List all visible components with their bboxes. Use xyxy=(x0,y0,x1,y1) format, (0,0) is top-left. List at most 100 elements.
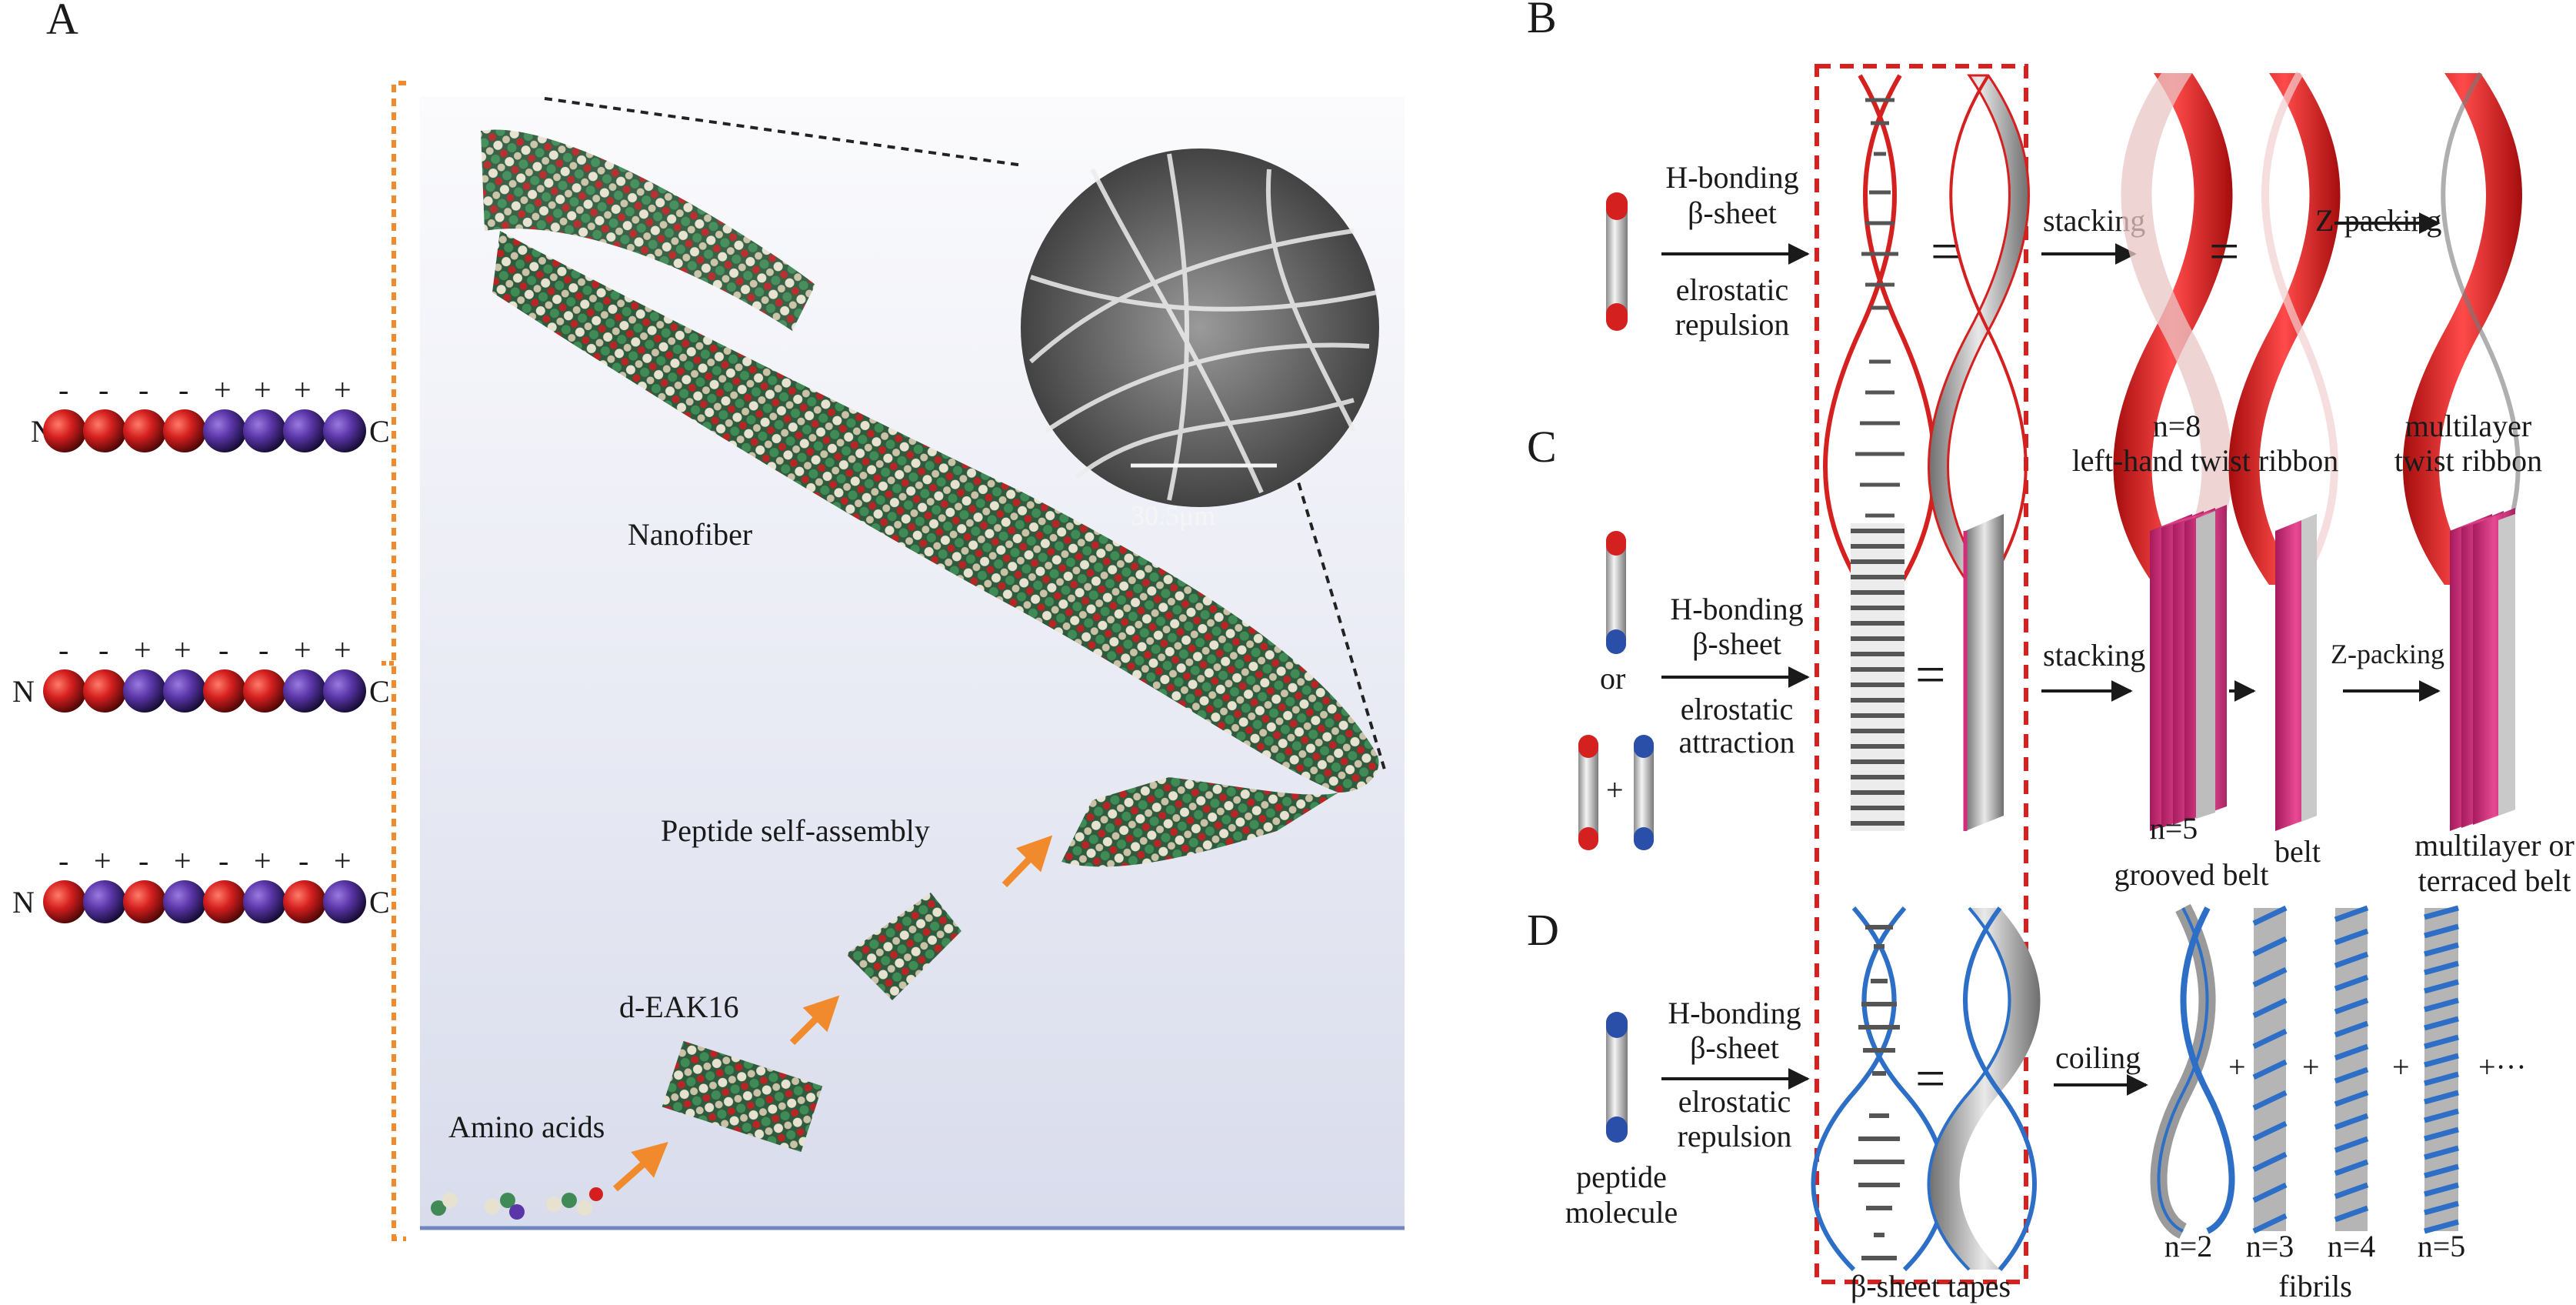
d-fibrils-caption: fibrils xyxy=(2278,1269,2352,1303)
flat-tape xyxy=(1851,523,1905,831)
terraced-belt xyxy=(2450,508,2515,831)
basic-residue xyxy=(323,669,366,713)
grouping-bracket xyxy=(392,81,406,1241)
acidic-residue xyxy=(283,880,326,923)
peptide-rod-basic xyxy=(1634,735,1654,850)
basic-residue xyxy=(163,880,206,923)
charge-sign: - xyxy=(178,372,188,407)
zoom-line xyxy=(1221,230,1386,770)
panel-a-letter: A xyxy=(46,0,78,44)
c-arrow-top-1: H-bonding xyxy=(1670,592,1803,626)
grooved-belt xyxy=(2150,505,2227,831)
charge-sign: + xyxy=(294,372,312,407)
charge-sign: - xyxy=(138,372,148,407)
charge-sign: - xyxy=(218,632,228,667)
stacked-ribbon xyxy=(2113,73,2233,585)
scale-label: 30.5μm xyxy=(1131,500,1215,531)
acidic-residue xyxy=(123,880,166,923)
basic-residue xyxy=(163,669,206,713)
d-arrow-bottom-1: elrostatic xyxy=(1678,1084,1791,1119)
charge-sign: + xyxy=(254,372,272,407)
sequence-3: N C - + - + - + - + xyxy=(12,843,390,923)
basic-residue xyxy=(203,409,246,452)
label-amino-acids: Amino acids xyxy=(448,1110,605,1144)
seq-3-n: N xyxy=(12,885,35,920)
twisted-tape xyxy=(1823,74,1937,586)
panel-c: C or + H-bonding β-sheet elrostatic attr… xyxy=(1527,422,2574,898)
charge-sign: - xyxy=(58,372,68,407)
assembly-arrow xyxy=(1001,835,1053,888)
molecule-deak xyxy=(661,1040,823,1153)
charge-sign: - xyxy=(58,843,68,878)
twisted-ribbon xyxy=(1928,74,2030,586)
peptide-rod-blue xyxy=(1606,1012,1628,1143)
belt xyxy=(2275,514,2317,831)
beta-sheet-tapes-box xyxy=(1815,64,2028,1284)
acidic-residue xyxy=(203,880,246,923)
charge-sign: + xyxy=(94,843,112,878)
b-caption-right-2: twist ribbon xyxy=(2394,443,2542,478)
zoom-line xyxy=(544,97,1024,167)
seq-3-signs: - + - + - + - + xyxy=(58,843,352,878)
d-arrow-top-2: β-sheet xyxy=(1690,1030,1779,1065)
d-plus-more: +··· xyxy=(2478,1050,2527,1084)
charge-sign: + xyxy=(294,632,312,667)
panel-b: B H-bonding β-sheet elrostatic repulsion xyxy=(1527,0,2542,587)
molecule-sheet xyxy=(846,893,961,1000)
d-arrow-bottom-2: repulsion xyxy=(1678,1119,1792,1153)
acidic-residue xyxy=(123,409,166,452)
seq-2-beads xyxy=(43,669,366,713)
molecule-amino xyxy=(431,1187,603,1220)
flat-strip xyxy=(1963,514,2004,831)
d-n5: n=5 xyxy=(2418,1229,2466,1263)
charge-sign: + xyxy=(334,843,352,878)
basic-residue xyxy=(243,409,286,452)
panel-d-letter: D xyxy=(1527,905,1559,955)
c-stacking: stacking xyxy=(2043,638,2145,673)
basic-residue xyxy=(283,669,326,713)
seq-1-beads xyxy=(43,409,366,452)
basic-residue xyxy=(323,880,366,923)
nanofiber-band xyxy=(492,231,1379,793)
peptide-rod-mixed xyxy=(1606,531,1626,654)
sequence-2: N C - - + + - - + + xyxy=(12,632,390,713)
seq-3-beads xyxy=(43,880,366,923)
charge-sign: - xyxy=(218,843,228,878)
b-equals-2: = xyxy=(2209,222,2239,282)
charge-sign: + xyxy=(214,372,232,407)
d-plus-2: + xyxy=(2302,1050,2320,1084)
twisted-ribbon-blue xyxy=(1927,906,2041,1271)
charge-sign: - xyxy=(98,372,108,407)
d-plus-1: + xyxy=(2228,1050,2246,1084)
charge-sign: + xyxy=(174,843,192,878)
basic-residue xyxy=(123,669,166,713)
charge-sign: - xyxy=(98,632,108,667)
acidic-residue xyxy=(83,669,126,713)
sequence-1: N C - - - - + + + + xyxy=(31,372,390,452)
seq-1-c: C xyxy=(369,414,390,449)
acidic-residue xyxy=(203,669,246,713)
c-caption-right-1: multilayer or xyxy=(2414,828,2574,863)
seq-2-n: N xyxy=(12,674,35,709)
charge-sign: + xyxy=(254,843,272,878)
c-caption-belt: belt xyxy=(2274,834,2321,869)
basic-residue xyxy=(283,409,326,452)
c-n-label: n=5 xyxy=(2150,811,2198,846)
c-arrow-top-2: β-sheet xyxy=(1692,626,1781,661)
d-tapes-caption: β-sheet tapes xyxy=(1851,1269,2011,1303)
c-caption-grooved: grooved belt xyxy=(2114,857,2268,892)
panel-d: D peptide molecule H-bonding β-sheet elr… xyxy=(1527,903,2527,1303)
charge-sign: + xyxy=(134,632,152,667)
acidic-residue xyxy=(243,669,286,713)
charge-sign: + xyxy=(174,632,192,667)
label-deak16: d-EAK16 xyxy=(619,990,739,1024)
seq-2-c: C xyxy=(369,674,390,709)
basic-residue xyxy=(83,880,126,923)
b-arrow-top-1: H-bonding xyxy=(1665,160,1798,195)
d-molecule-1: peptide xyxy=(1576,1160,1667,1194)
charge-sign: - xyxy=(298,843,308,878)
acidic-residue xyxy=(83,409,126,452)
charge-sign: - xyxy=(258,632,268,667)
d-plus-3: + xyxy=(2392,1050,2410,1084)
